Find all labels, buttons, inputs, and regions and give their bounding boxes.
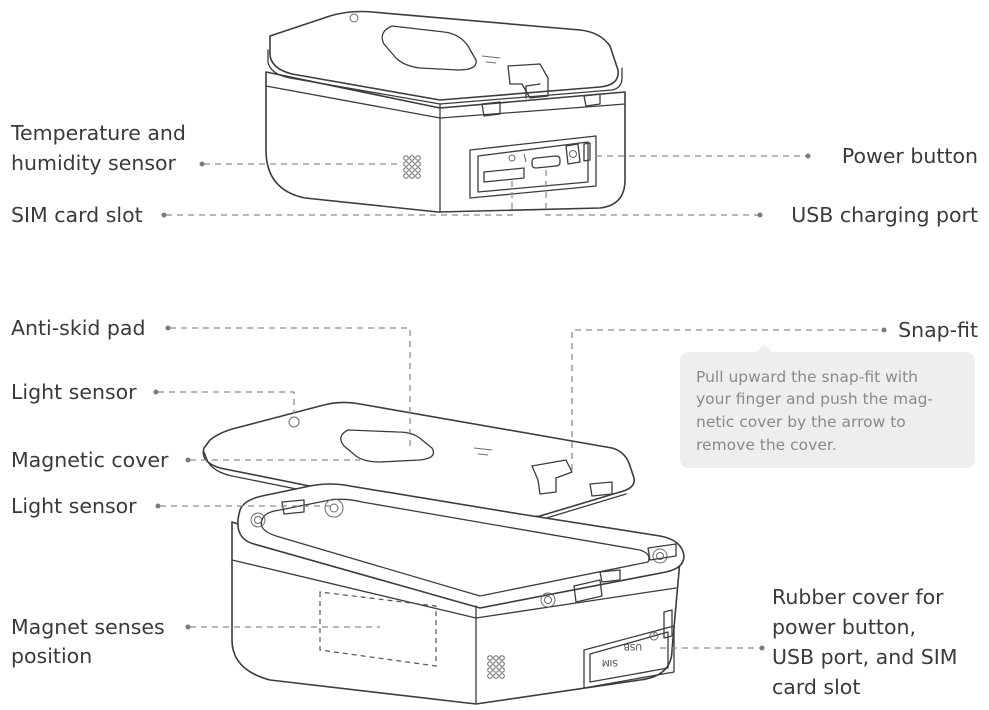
- label-temperature-line2: humidity sensor: [11, 151, 177, 175]
- label-anti-skid-pad: Anti-skid pad: [11, 316, 146, 340]
- note-line-2: your finger and push the mag-: [696, 390, 933, 408]
- callout-labels: Temperature and humidity sensor SIM card…: [10, 121, 978, 699]
- device-top: [265, 10, 626, 213]
- label-rubber-line4: card slot: [772, 675, 860, 699]
- note-line-1: Pull upward the snap-fit with: [696, 368, 918, 386]
- label-light-sensor-top: Light sensor: [11, 380, 137, 404]
- sensor-grid-top: [403, 155, 421, 179]
- label-snap-fit: Snap-fit: [898, 318, 978, 342]
- label-magnet-line1: Magnet senses: [11, 615, 165, 639]
- sensor-grid-base: [487, 655, 505, 679]
- usb-mark: USB: [624, 641, 642, 651]
- label-power-button: Power button: [842, 144, 978, 168]
- label-magnet-line2: position: [11, 644, 92, 668]
- label-magnetic-cover: Magnetic cover: [11, 448, 169, 472]
- snap-fit-note: Pull upward the snap-fit with your finge…: [680, 344, 975, 468]
- leader-lines: [153, 153, 887, 651]
- device-base: SIM USB: [231, 483, 685, 705]
- label-usb-port: USB charging port: [791, 203, 978, 227]
- note-line-3: netic cover by the arrow to: [696, 413, 906, 431]
- label-rubber-line2: power button,: [772, 615, 916, 639]
- label-temperature-line1: Temperature and: [10, 121, 186, 145]
- sim-mark: SIM: [602, 657, 618, 667]
- label-light-sensor-bottom: Light sensor: [11, 494, 137, 518]
- label-rubber-line3: USB port, and SIM: [772, 645, 957, 669]
- label-rubber-line1: Rubber cover for: [772, 585, 944, 609]
- label-sim-slot: SIM card slot: [11, 203, 143, 227]
- note-line-4: remove the cover.: [696, 436, 837, 454]
